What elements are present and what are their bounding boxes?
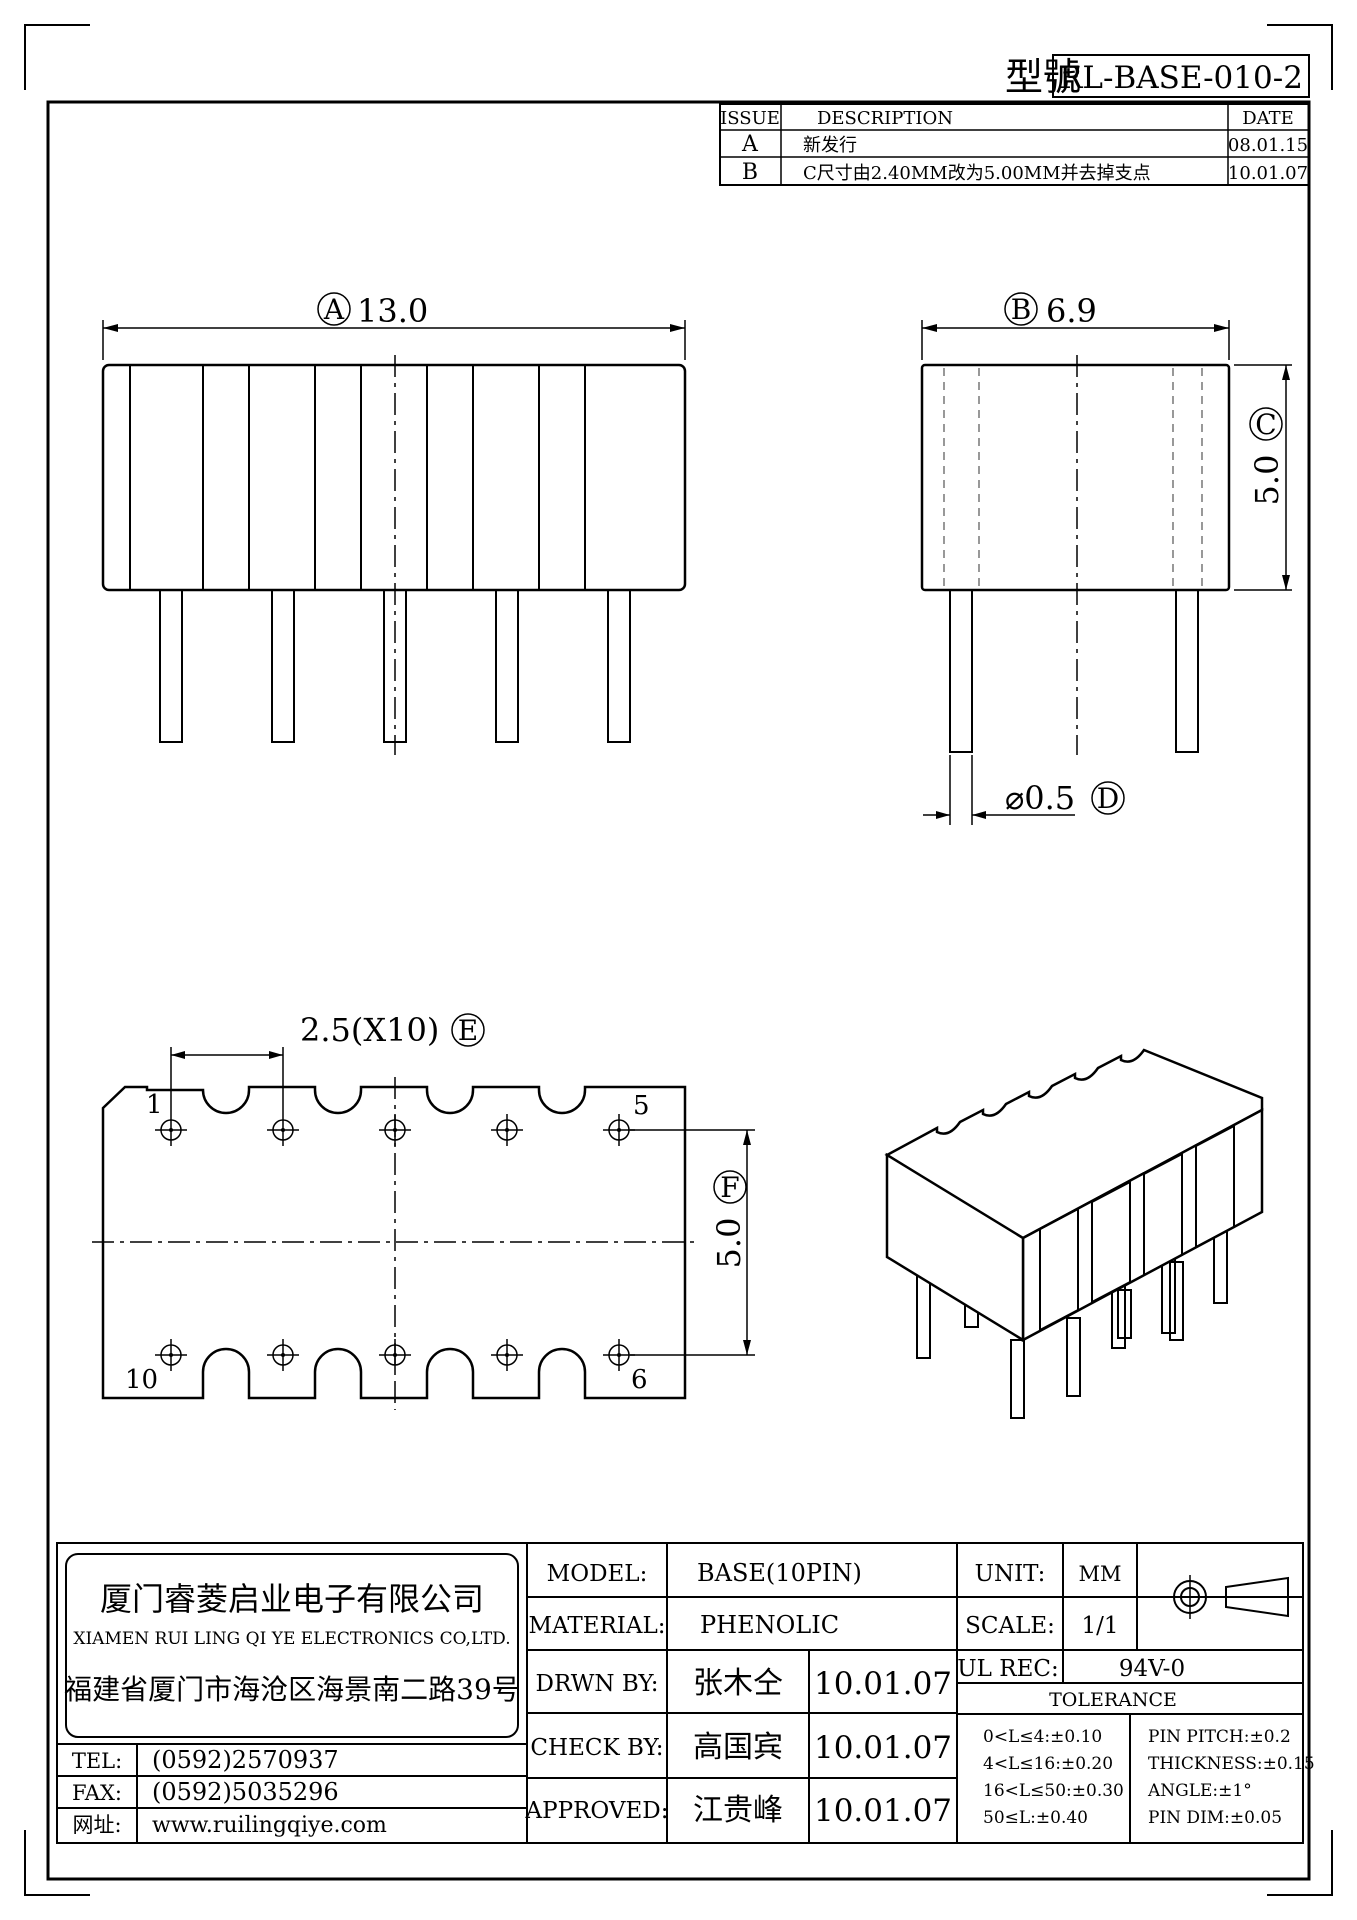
- dimension-e: 2.5(X10) E: [170, 1011, 485, 1114]
- projection-symbol: [1168, 1575, 1296, 1619]
- tb-scale-label: SCALE:: [965, 1613, 1055, 1639]
- dimension-b: B 6.9: [921, 292, 1230, 360]
- tb-scale-value: 1/1: [1081, 1613, 1118, 1639]
- dimension-b-value: 6.9: [1046, 292, 1097, 330]
- tb-approved-label: APPROVED:: [525, 1798, 669, 1824]
- dimension-a-value: 13.0: [357, 292, 428, 330]
- tb-model-label: MODEL:: [547, 1561, 648, 1587]
- revision-row-issue: B: [742, 160, 758, 185]
- tb-check-name: 高国宾: [693, 1730, 783, 1765]
- corner-marks: [24, 24, 1333, 1896]
- tb-tolerance-title: TOLERANCE: [1049, 1689, 1177, 1711]
- dimension-e-tag: E: [458, 1014, 478, 1047]
- company-fax-label: FAX:: [72, 1781, 122, 1805]
- revision-row-description: 新发行: [803, 135, 857, 156]
- revision-row-description: C尺寸由2.40MM改为5.00MM并去掉支点: [803, 163, 1151, 184]
- dimension-f: F 5.0: [630, 1129, 755, 1356]
- dimension-a-tag: A: [323, 293, 345, 326]
- pin-label-10: 10: [125, 1365, 158, 1395]
- dimension-d-tag: D: [1097, 782, 1119, 815]
- tb-ul-value: 94V-0: [1119, 1656, 1185, 1682]
- company-web: www.ruilingqiye.com: [152, 1813, 387, 1838]
- bottom-view-pin-holes: [155, 1114, 635, 1371]
- pin-label-5: 5: [633, 1091, 650, 1121]
- dimension-f-tag: F: [720, 1171, 739, 1204]
- tb-tolerance-right-item: PIN PITCH:±0.2: [1148, 1727, 1291, 1747]
- model-header: 型號 RL-BASE-010-2: [1005, 54, 1310, 99]
- tb-check-date: 10.01.07: [814, 1730, 952, 1766]
- company-name-en: XIAMEN RUI LING QI YE ELECTRONICS CO,LTD…: [73, 1629, 510, 1649]
- tb-ul-label: UL REC:: [957, 1656, 1058, 1682]
- drawing-border: [46, 100, 1311, 1881]
- revision-table: ISSUE DESCRIPTION DATE A 新发行 08.01.15 B …: [719, 103, 1310, 186]
- tb-material-value: PHENOLIC: [700, 1611, 839, 1639]
- pin-label-1: 1: [146, 1090, 163, 1120]
- company-name-cn: 厦门睿菱启业电子有限公司: [100, 1580, 484, 1618]
- tb-tolerance-right-item: THICKNESS:±0.15: [1148, 1754, 1315, 1774]
- model-header-value: RL-BASE-010-2: [1059, 60, 1303, 96]
- dimension-f-value: 5.0: [710, 1218, 748, 1269]
- tb-tolerance-left-item: 16<L≤50:±0.30: [983, 1781, 1124, 1801]
- tb-tolerance-left-item: 4<L≤16:±0.20: [983, 1754, 1113, 1774]
- tb-drawn-label: DRWN BY:: [536, 1671, 659, 1697]
- dimension-c-tag: C: [1255, 408, 1276, 441]
- revision-row-date: 08.01.15: [1228, 135, 1308, 156]
- revision-row-date: 10.01.07: [1228, 163, 1308, 184]
- side-view: B 6.9 C 5.0 ⌀0.5 D: [920, 292, 1292, 825]
- dimension-d: ⌀0.5 D: [923, 755, 1125, 825]
- dimension-b-tag: B: [1011, 293, 1032, 326]
- tb-material-label: MATERIAL:: [528, 1613, 665, 1639]
- revision-header-description: DESCRIPTION: [817, 108, 953, 129]
- tb-model-value: BASE(10PIN): [697, 1559, 862, 1587]
- title-block: 厦门睿菱启业电子有限公司 XIAMEN RUI LING QI YE ELECT…: [56, 1542, 1315, 1844]
- tb-tolerance-left-item: 0<L≤4:±0.10: [983, 1727, 1102, 1747]
- tb-unit-value: MM: [1078, 1562, 1121, 1586]
- tb-check-label: CHECK BY:: [530, 1735, 663, 1761]
- tb-tolerance-left-item: 50≤L:±0.40: [983, 1808, 1088, 1828]
- company-web-label: 网址:: [72, 1813, 121, 1837]
- dimension-a: A 13.0: [102, 292, 686, 360]
- company-fax: (0592)5035296: [152, 1778, 339, 1806]
- tb-tolerance-right-item: ANGLE:±1°: [1147, 1781, 1252, 1801]
- dimension-e-value: 2.5(X10): [300, 1011, 439, 1049]
- company-box: [65, 1553, 519, 1738]
- pin-label-6: 6: [631, 1365, 648, 1395]
- tb-drawn-name: 张木仝: [693, 1666, 783, 1701]
- company-tel: (0592)2570937: [152, 1746, 339, 1774]
- tb-approved-date: 10.01.07: [814, 1793, 952, 1829]
- isometric-view: [884, 1048, 1264, 1419]
- dimension-c-value: 5.0: [1248, 455, 1286, 506]
- front-view: A 13.0: [101, 292, 687, 755]
- tb-approved-name: 江贵峰: [693, 1793, 783, 1828]
- bottom-view: 1 5 10 6 2.5(X10) E F 5.0: [92, 1011, 755, 1410]
- revision-header-date: DATE: [1242, 108, 1294, 129]
- tb-unit-label: UNIT:: [975, 1561, 1046, 1587]
- company-tel-label: TEL:: [72, 1749, 122, 1773]
- tb-drawn-date: 10.01.07: [814, 1666, 952, 1702]
- revision-row-issue: A: [741, 132, 759, 157]
- tb-tolerance-right-item: PIN DIM:±0.05: [1148, 1808, 1282, 1828]
- company-address: 福建省厦门市海沧区海景南二路39号: [64, 1673, 520, 1706]
- revision-header-issue: ISSUE: [720, 108, 780, 129]
- dimension-d-value: ⌀0.5: [1005, 779, 1075, 817]
- model-header-label: 型號: [1005, 55, 1081, 99]
- dimension-c: C 5.0: [1234, 364, 1292, 591]
